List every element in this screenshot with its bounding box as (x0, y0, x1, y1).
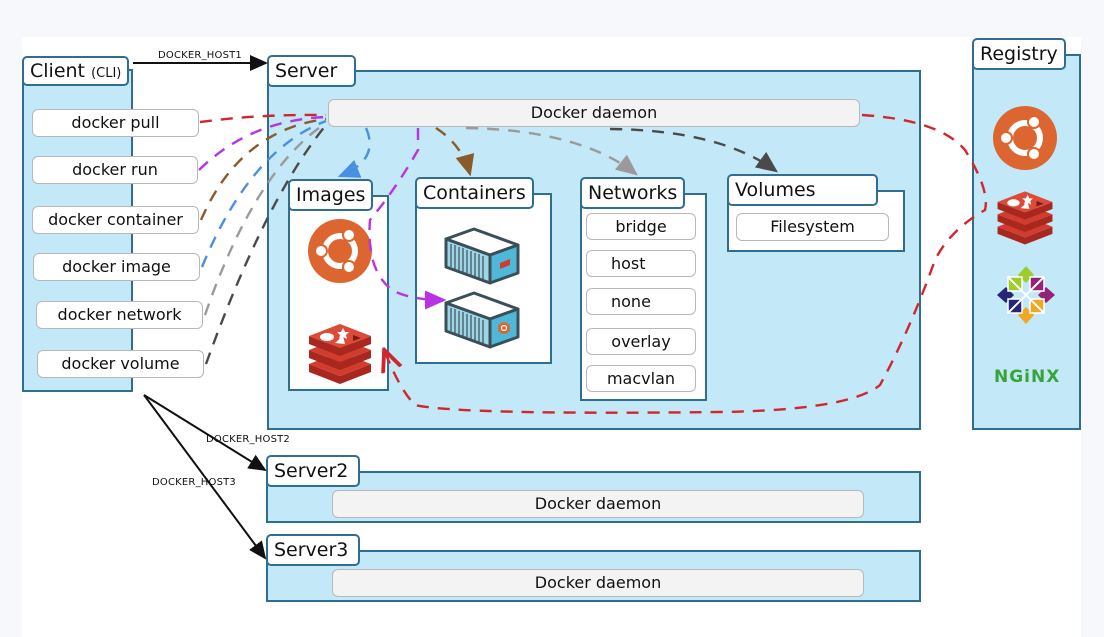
server3-docker-daemon[interactable]: Docker daemon (332, 569, 864, 597)
server-docker-daemon[interactable]: Docker daemon (328, 99, 860, 127)
network-host[interactable]: host (586, 250, 696, 277)
command-docker-container[interactable]: docker container (32, 206, 199, 234)
client-title-text: Client (30, 60, 86, 82)
docker-host3-label: DOCKER_HOST3 (152, 477, 236, 488)
registry-centos-icon[interactable] (996, 264, 1056, 326)
network-macvlan[interactable]: macvlan (586, 365, 696, 392)
container-redis-icon (444, 227, 520, 285)
server2-title: Server2 (266, 455, 360, 487)
registry-title: Registry (972, 38, 1066, 70)
registry-ubuntu-icon[interactable] (992, 105, 1058, 171)
volume-filesystem[interactable]: Filesystem (736, 213, 889, 241)
command-docker-image[interactable]: docker image (33, 253, 200, 281)
registry-redis-icon[interactable] (990, 186, 1060, 248)
container-ubuntu-icon (444, 291, 520, 349)
docker-host1-label: DOCKER_HOST1 (158, 50, 242, 61)
client-subtitle: (CLI) (91, 66, 122, 81)
command-docker-run[interactable]: docker run (32, 156, 198, 184)
images-title: Images (288, 179, 374, 211)
command-docker-pull[interactable]: docker pull (32, 109, 199, 137)
registry-nginx-logo[interactable]: NGiNX (994, 367, 1061, 387)
server2-docker-daemon[interactable]: Docker daemon (332, 490, 864, 518)
docker-host2-label: DOCKER_HOST2 (206, 434, 290, 445)
command-docker-network[interactable]: docker network (36, 301, 203, 329)
networks-title: Networks (580, 177, 686, 209)
client-title: Client (CLI) (22, 56, 130, 86)
network-overlay[interactable]: overlay (586, 328, 696, 355)
network-none[interactable]: none (586, 288, 696, 315)
containers-title: Containers (415, 177, 534, 209)
ubuntu-icon (308, 219, 372, 283)
network-bridge[interactable]: bridge (586, 213, 696, 240)
server-title: Server (267, 55, 356, 87)
redis-icon (309, 324, 371, 384)
command-docker-volume[interactable]: docker volume (37, 350, 204, 378)
server3-title: Server3 (266, 534, 360, 566)
volumes-title: Volumes (727, 174, 878, 206)
